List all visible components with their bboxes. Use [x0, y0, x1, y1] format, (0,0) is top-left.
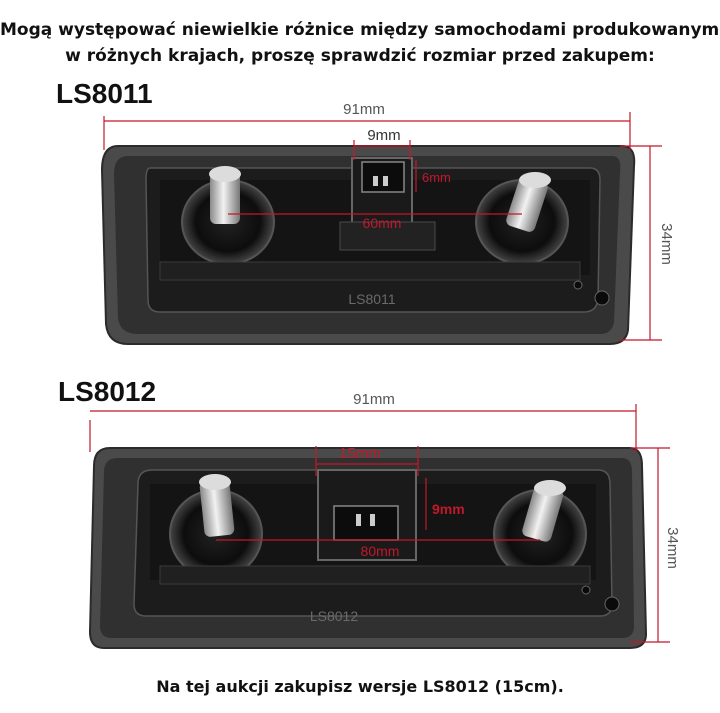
- description-line-2: w różnych krajach, proszę sprawdzić rozm…: [65, 46, 655, 66]
- dim-spacing-ls8011: 60mm: [363, 215, 402, 231]
- dim-connector-ls8011: 9mm: [367, 127, 400, 144]
- dim-connector-ls8012: 15mm: [339, 445, 381, 462]
- model-label-ls8012: LS8012: [58, 376, 157, 407]
- dim-connector-h-ls8011: 6mm: [422, 170, 451, 185]
- description-line-1: Mogą występować niewielkie różnice międz…: [0, 20, 720, 40]
- embossed-text-ls8012: LS8012: [310, 608, 358, 624]
- dim-width-ls8012: 91mm: [353, 391, 395, 408]
- screw-left-ls8011: [209, 166, 241, 224]
- screw-left-ls8012: [199, 474, 235, 537]
- dimension-lines-ls8011: [103, 112, 662, 341]
- dim-width-ls8011: 91mm: [343, 101, 385, 118]
- screw-right-ls8012: [522, 480, 566, 542]
- dim-height-ls8012: 34mm: [664, 527, 681, 569]
- dimension-lines-ls8012: [89, 404, 670, 643]
- model-label-ls8011: LS8011: [56, 78, 153, 109]
- screw-right-ls8011: [506, 172, 551, 232]
- dim-connector-h-ls8012: 9mm: [432, 501, 465, 517]
- dim-height-ls8011: 34mm: [658, 223, 675, 265]
- dim-spacing-ls8012: 80mm: [361, 543, 400, 559]
- embossed-text-ls8011: LS8011: [348, 291, 395, 307]
- footer-note: Na tej aukcji zakupisz wersje LS8012 (15…: [156, 677, 564, 696]
